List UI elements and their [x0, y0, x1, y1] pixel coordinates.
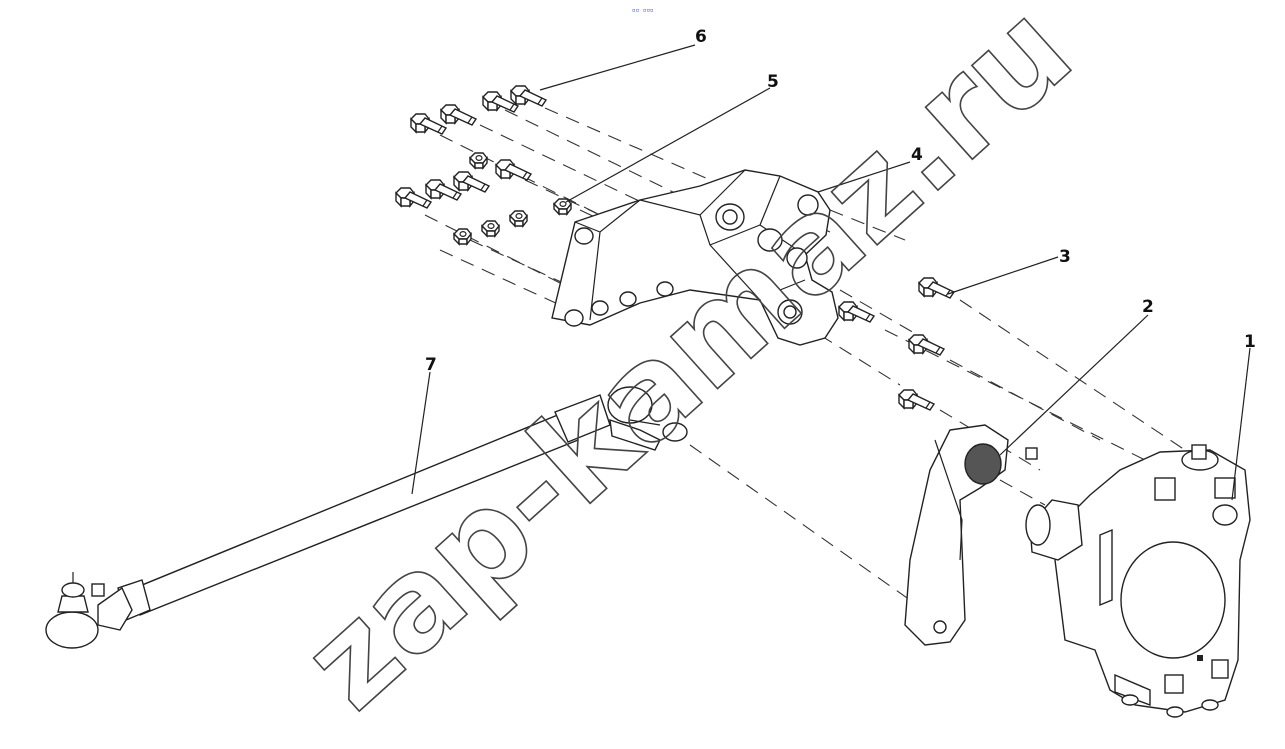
bracket-bolts: [395, 85, 547, 209]
callout-7: 7: [425, 355, 437, 375]
steering-bracket: [551, 169, 839, 346]
watermark-text: zap-kamaz.ru: [276, 0, 1100, 738]
callout-6: 6: [695, 27, 707, 47]
pitman-arm: [904, 424, 1038, 646]
top-mark: ▫▫ ▫▫▫: [632, 7, 654, 14]
tie-rod: [45, 386, 688, 649]
callout-4: 4: [911, 145, 923, 165]
leader-lines: [411, 44, 1251, 501]
callout-1: 1: [1244, 332, 1256, 352]
steering-gear: [1025, 444, 1251, 718]
callout-5: 5: [767, 72, 779, 92]
callout-3: 3: [1059, 247, 1071, 267]
callout-2: 2: [1142, 297, 1154, 317]
